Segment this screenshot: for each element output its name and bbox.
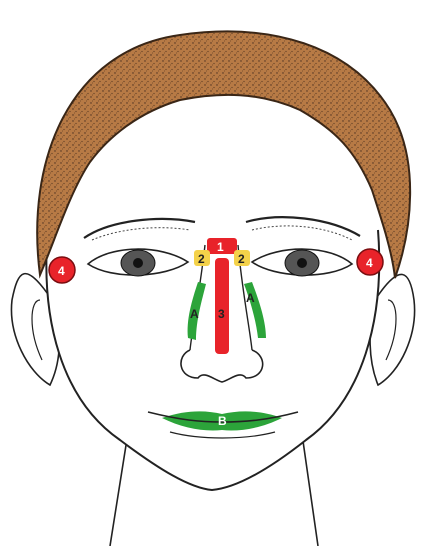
right-pupil xyxy=(297,258,307,268)
label-bridge-top: 1 xyxy=(217,240,224,254)
label-temple-right: 4 xyxy=(366,256,373,270)
label-inner-eye-left: 2 xyxy=(198,252,205,266)
label-nose-side-left: A xyxy=(190,307,199,321)
label-temple-left: 4 xyxy=(58,264,65,278)
label-inner-eye-right: 2 xyxy=(238,252,245,266)
marker-nose-bridge xyxy=(215,258,229,354)
label-nose-side-right: A xyxy=(246,291,255,305)
label-upper-lip: B xyxy=(218,414,227,428)
label-nose-bridge: 3 xyxy=(218,307,225,321)
left-pupil xyxy=(133,258,143,268)
